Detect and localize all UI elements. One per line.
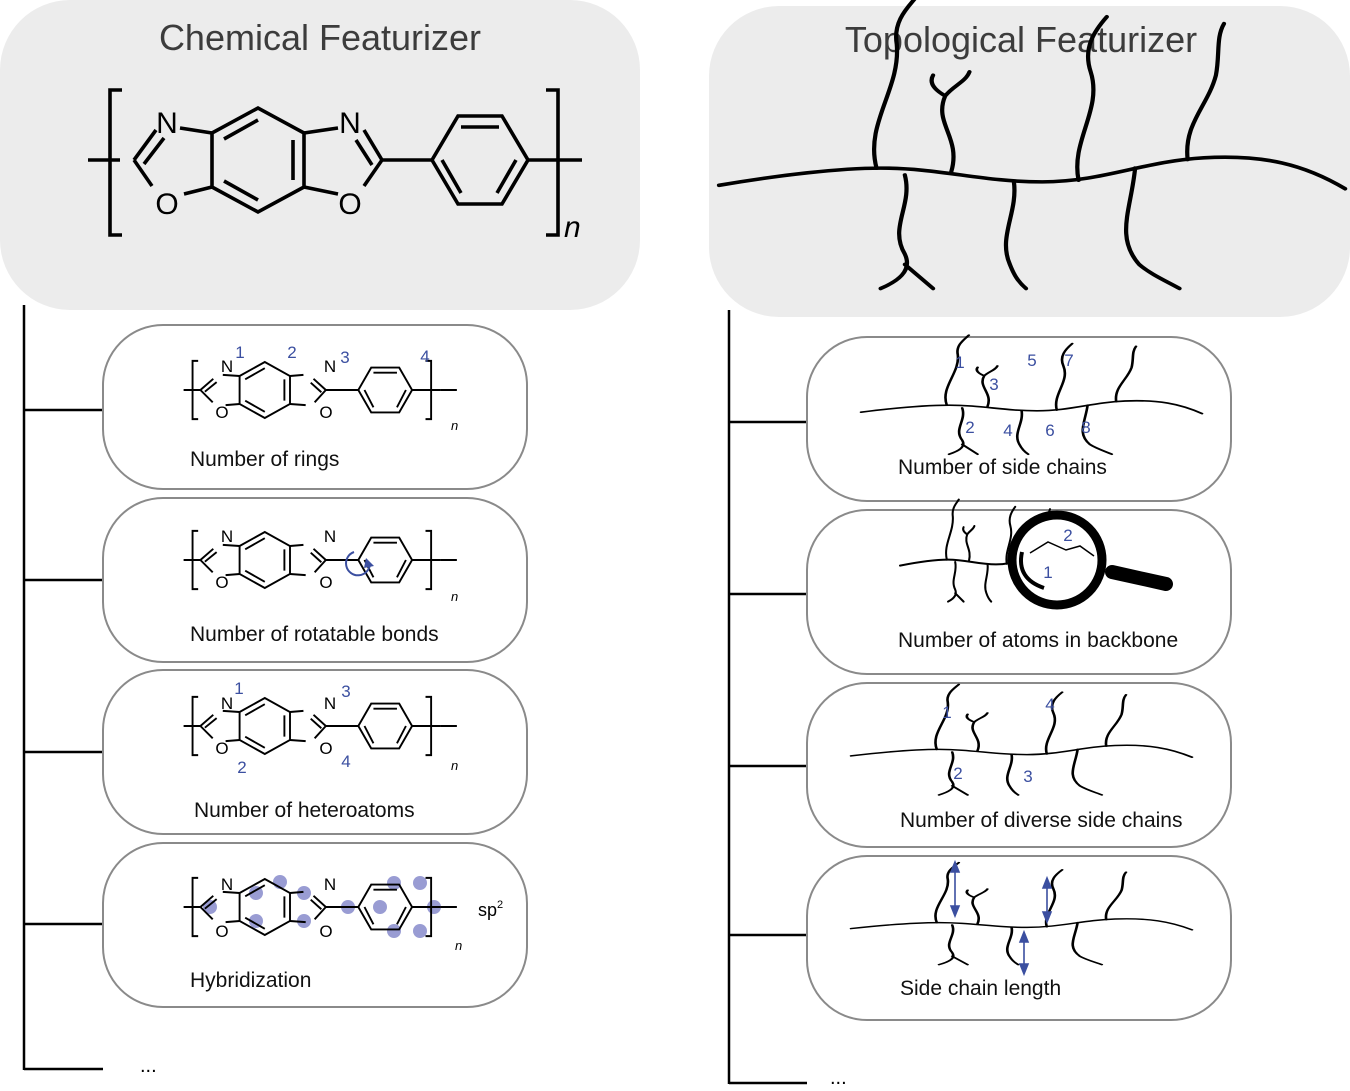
feature-label-rotatable: Number of rotatable bonds — [190, 623, 439, 646]
feature-label-hybridization: Hybridization — [190, 969, 311, 992]
magnifier-icon — [1007, 510, 1173, 610]
feature-label-length: Side chain length — [900, 977, 1061, 1000]
atom-n: N — [324, 694, 336, 713]
feature-label-diverse: Number of diverse side chains — [900, 809, 1182, 832]
atom-o: O — [215, 573, 228, 592]
feature-label-backbone: Number of atoms in backbone — [898, 629, 1178, 652]
subscript-n: n — [455, 938, 462, 953]
topological-tree-lines — [727, 310, 807, 1085]
rotation-arrow-icon — [345, 551, 371, 577]
chain-mark-5: 5 — [1027, 351, 1036, 370]
atom-o: O — [319, 573, 332, 592]
chain-mark-2: 2 — [965, 418, 974, 437]
backbone-mark-1: 1 — [1043, 563, 1052, 582]
chem-card-rings: N O N O 1 2 3 4 n Number of rings — [102, 324, 528, 490]
backbone-mark-2: 2 — [1063, 526, 1072, 545]
chemical-featurizer-title: Chemical Featurizer — [159, 17, 481, 58]
chemical-more: ... — [140, 1055, 157, 1077]
atom-o: O — [319, 403, 332, 422]
ring-mark-3: 3 — [340, 348, 349, 367]
diverse-mark-3: 3 — [1023, 767, 1032, 786]
topo-card-diverse: 1 2 3 4 Number of diverse side chains — [806, 682, 1232, 848]
chem-card-rotatable: N O N O n Number of rotatable bonds — [102, 497, 528, 663]
feature-label-rings: Number of rings — [190, 448, 339, 471]
topological-featurizer-panel: Topological Featurizer — [709, 0, 1350, 317]
chain-mark-3: 3 — [989, 375, 998, 394]
subscript-n: n — [451, 589, 458, 604]
sp2-superscript: 2 — [497, 899, 503, 911]
diverse-mark-2: 2 — [953, 764, 962, 783]
chain-mark-4: 4 — [1003, 421, 1012, 440]
chain-mark-1: 1 — [955, 353, 964, 372]
length-arrows-icon — [949, 859, 1053, 977]
atom-n: N — [221, 694, 233, 713]
hetero-mark-4: 4 — [341, 752, 350, 771]
hetero-mark-2: 2 — [237, 758, 246, 777]
hetero-mark-1: 1 — [234, 679, 243, 698]
atom-o: O — [319, 739, 332, 758]
atom-n: N — [324, 875, 336, 894]
diverse-mark-1: 1 — [942, 703, 951, 722]
atom-n: N — [324, 527, 336, 546]
atom-n: N — [324, 357, 336, 376]
atom-n: N — [221, 527, 233, 546]
feature-label-side-chains: Number of side chains — [898, 456, 1107, 479]
chain-mark-7: 7 — [1064, 351, 1073, 370]
ring-mark-1: 1 — [235, 343, 244, 362]
feature-label-heteroatoms: Number of heteroatoms — [194, 799, 415, 822]
diverse-mark-4: 4 — [1045, 695, 1054, 714]
chemical-structure — [88, 88, 582, 237]
topo-card-length: Side chain length — [806, 855, 1232, 1021]
atom-o: O — [215, 739, 228, 758]
chem-card-hybridization: N O N O sp2 n Hybridization — [102, 842, 528, 1008]
subscript-n: n — [451, 758, 458, 773]
hetero-mark-3: 3 — [341, 682, 350, 701]
topo-card-side-chains: 1 2 3 4 5 6 7 8 Number of side chains — [806, 333, 1232, 502]
ring-mark-2: 2 — [287, 343, 296, 362]
repeat-subscript: n — [564, 211, 581, 244]
atom-n-right: N — [339, 107, 361, 140]
chain-mark-6: 6 — [1045, 421, 1054, 440]
rotation-arrowhead-icon — [364, 558, 374, 568]
atom-o: O — [215, 922, 228, 941]
atom-o: O — [319, 922, 332, 941]
topological-featurizer-title: Topological Featurizer — [845, 19, 1197, 60]
chemical-featurizer-panel: Chemical Featurizer N O N O n — [0, 0, 640, 310]
chem-card-heteroatoms: N O N O 1 2 3 4 n Number of heteroatoms — [102, 669, 528, 835]
ring-mark-4: 4 — [420, 347, 429, 366]
atom-o: O — [215, 403, 228, 422]
sp2-label: sp2 — [478, 899, 503, 920]
atom-o-right: O — [338, 188, 361, 221]
subscript-n: n — [451, 418, 458, 433]
topological-more: ... — [830, 1067, 847, 1086]
chain-mark-8: 8 — [1081, 418, 1090, 437]
atom-o-left: O — [155, 188, 178, 221]
atom-n-left: N — [156, 107, 178, 140]
topo-card-backbone: 1 2 Number of atoms in backbone — [806, 498, 1232, 675]
chemical-tree-lines — [22, 305, 103, 1071]
atom-n: N — [221, 357, 233, 376]
atom-n: N — [221, 875, 233, 894]
